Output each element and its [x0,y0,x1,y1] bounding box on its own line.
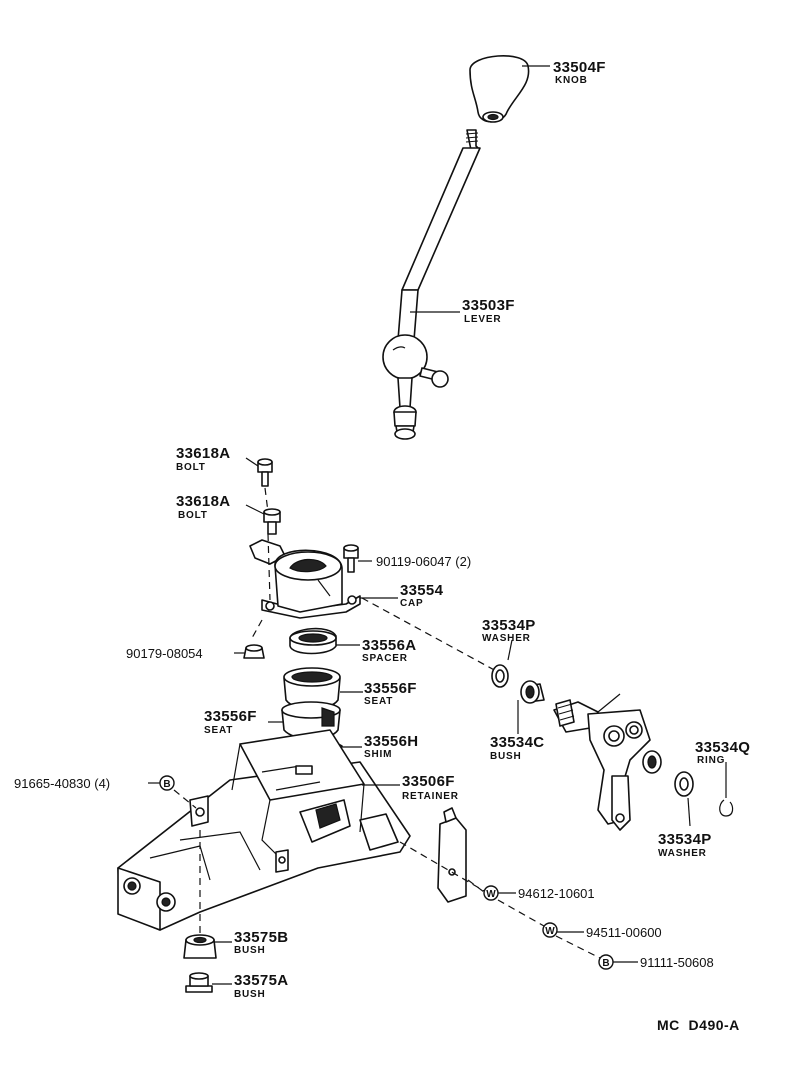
seat-upper-part [283,667,341,710]
retainer-number: 33506F [402,773,455,790]
bracket-part [437,807,467,903]
shim-number: 33556H [364,733,418,750]
bolt-90119-part [343,544,359,573]
bolt-1-dash [264,487,269,513]
svg-text:W: W [545,926,555,937]
bolt-91111-label: 91111-50608 [640,955,714,970]
bolt-91111-symbol: B [598,954,614,970]
washer-2-part [674,771,694,797]
knob-part [469,55,530,123]
spacer-part [289,627,337,655]
cap-name: CAP [400,598,424,609]
bolt-2-name: BOLT [178,510,208,521]
bolt-2-leader [245,504,265,515]
washer-1-part [491,664,509,688]
bolt-1-leader [245,457,259,467]
nut-90179-label: 90179-08054 [126,646,203,661]
bolt-90119-label: 90119-06047 (2) [376,554,471,569]
bush-a-name: BUSH [234,989,266,1000]
seat-upper-number: 33556F [364,680,417,697]
bolt-1-part [257,458,273,487]
lever-number: 33503F [462,297,515,314]
ring-part [719,799,734,817]
bolt-91665-symbol: B [159,775,175,791]
svg-text:B: B [163,779,170,790]
cap-number: 33554 [400,582,444,599]
ref-94612-dash [467,879,485,893]
washer-94612-label: 94612-10601 [518,886,595,901]
nut-90179-part [243,644,265,659]
svg-text:B: B [602,958,609,969]
bush-a-part [185,972,213,993]
seat-upper-name: SEAT [364,696,393,707]
washer-94511-label: 94511-00600 [586,925,662,940]
washer-2-leader [687,797,691,827]
bolt-1-name: BOLT [176,462,206,473]
washer-94511-symbol: W [542,922,558,938]
cap-nut-dash [251,619,263,639]
seat-lower-name: SEAT [204,725,233,736]
shift-assembly-part [553,693,651,831]
bush-b-number: 33575B [234,929,288,946]
seat-lower-number: 33556F [204,708,257,725]
lever-name: LEVER [464,314,501,325]
washer-1-leader [507,639,513,661]
svg-text:W: W [486,889,496,900]
bush-b-name: BUSH [234,945,266,956]
washer-1-number: 33534P [482,617,536,634]
bush-c-name: BUSH [490,751,522,762]
knob-number: 33504F [553,59,606,76]
retainer-part [117,729,411,931]
bush-c-number: 33534C [490,734,544,751]
bush-right-part [642,750,662,774]
bolt-2-part [263,508,281,535]
cap-washer-dash [361,597,499,673]
ring-number: 33534Q [695,739,750,756]
bracket-dash [399,841,487,893]
retainer-name: RETAINER [402,791,459,802]
spacer-name: SPACER [362,653,408,664]
diagram-code: MC D490-A [657,1017,740,1033]
bush-c-part [520,680,545,704]
knob-name: KNOB [555,75,588,86]
spacer-number: 33556A [362,637,416,654]
lever-part [382,129,481,440]
washer-2-name: WASHER [658,848,707,859]
ref-94511-dash [497,899,545,927]
washer-2-number: 33534P [658,831,712,848]
washer-1-name: WASHER [482,633,531,644]
ring-name: RING [697,755,725,766]
washer-94612-symbol: W [483,885,499,901]
bolt-2-number: 33618A [176,493,230,510]
cap-part [249,539,361,619]
ref-91665-dash [173,789,197,809]
bush-a-number: 33575A [234,972,288,989]
bolt-91665-label: 91665-40830 (4) [14,776,110,791]
shim-name: SHIM [364,749,392,760]
bolt-1-number: 33618A [176,445,230,462]
bush-b-part [183,934,217,959]
ref-91111-dash [555,935,601,959]
